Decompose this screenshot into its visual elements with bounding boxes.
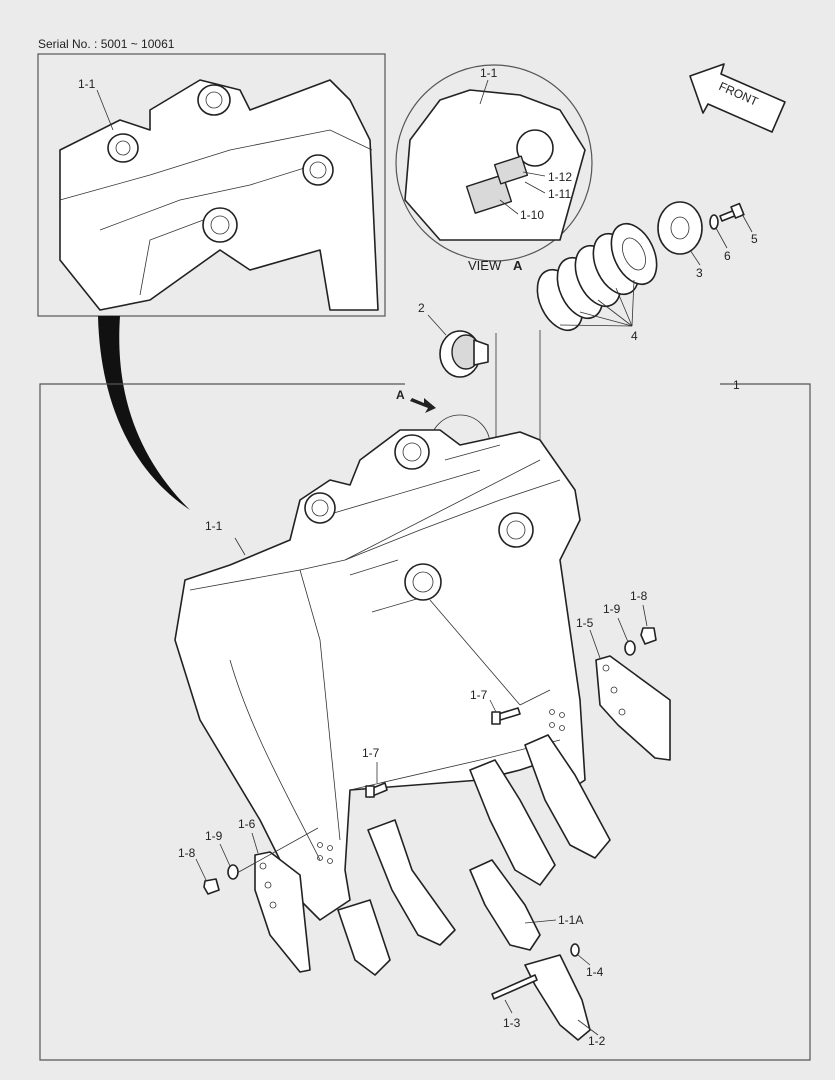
nut-r-1-8: 1-8	[630, 589, 657, 645]
callout-m-1-7a: 1-7	[470, 688, 488, 702]
pin-1-3: 1-3	[491, 974, 538, 1030]
callout-inset-1-1: 1-1	[78, 77, 96, 91]
view-a-pointer	[410, 398, 436, 413]
washer-r-1-9: 1-9	[603, 602, 636, 656]
nut-l-1-8: 1-8	[178, 846, 220, 895]
callout-5: 5	[751, 232, 758, 246]
callout-view-1-11: 1-11	[548, 187, 571, 201]
callout-r-1-9: 1-9	[603, 602, 621, 616]
view-a-detail: 1-1 1-12 1-11 1-10	[395, 64, 593, 262]
tooth-1-2: 1-2	[524, 954, 606, 1048]
callout-3: 3	[696, 266, 703, 280]
shim-stack: 4	[536, 222, 658, 343]
side-cutter-1-6: 1-6	[238, 817, 311, 973]
bolt-1-7-upper: 1-7	[470, 688, 521, 725]
adapter-1-1A: 1-1A	[469, 859, 583, 951]
callout-l-1-9: 1-9	[205, 829, 223, 843]
callout-4: 4	[631, 329, 638, 343]
side-cutter-1-5: 1-5	[576, 616, 671, 761]
callout-r-1-5: 1-5	[576, 616, 594, 630]
washer-l-1-9: 1-9	[205, 829, 239, 880]
callout-main-1-1: 1-1	[205, 519, 223, 533]
bucket-teeth	[337, 734, 611, 976]
main-frame: 1	[39, 378, 811, 1061]
inset-pointer-arrow	[98, 316, 190, 510]
washer-6: 6	[709, 214, 731, 263]
callout-1: 1	[733, 378, 740, 392]
callout-view-1-1: 1-1	[480, 66, 498, 80]
callout-view-1-12: 1-12	[548, 170, 572, 184]
callout-1-1A: 1-1A	[558, 913, 583, 927]
inset-box: 1-1	[37, 53, 386, 317]
callout-6: 6	[724, 249, 731, 263]
lock-1-4: 1-4	[570, 943, 604, 979]
callout-view-1-10: 1-10	[520, 208, 544, 222]
callout-r-1-8: 1-8	[630, 589, 648, 603]
bolt-5: 5	[719, 202, 758, 246]
view-label: VIEW	[468, 258, 502, 273]
callout-2: 2	[418, 301, 425, 315]
bolt-1-7-lower: 1-7	[362, 746, 388, 798]
bushing-2: 2	[418, 301, 489, 378]
callout-1-3: 1-3	[503, 1016, 521, 1030]
main-bucket	[174, 429, 586, 921]
callout-l-1-8: 1-8	[178, 846, 196, 860]
view-label-letter: A	[513, 258, 523, 273]
view-a-marker-letter: A	[396, 388, 405, 402]
callout-1-2: 1-2	[588, 1034, 606, 1048]
front-arrow: FRONT	[689, 63, 786, 133]
callout-l-1-6: 1-6	[238, 817, 256, 831]
callout-m-1-7b: 1-7	[362, 746, 380, 760]
callout-1-4: 1-4	[586, 965, 604, 979]
end-plate-3: 3	[657, 201, 703, 280]
serial-number: Serial No. : 5001 ~ 10061	[38, 37, 175, 51]
